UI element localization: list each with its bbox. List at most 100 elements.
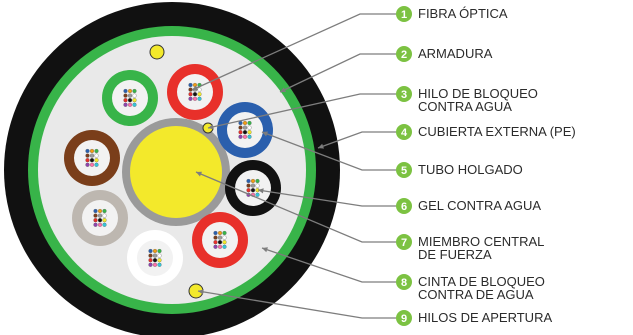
fiber-dot: [157, 262, 162, 267]
fiber-dot: [247, 125, 252, 130]
callout-label: TUBO HOLGADO: [418, 162, 523, 177]
leader-arrowhead: [262, 247, 268, 253]
fiber-dot: [238, 134, 243, 139]
fiber-dot: [152, 258, 158, 263]
leader-line: [317, 131, 396, 149]
loose-tube-5: [127, 230, 183, 286]
fiber-dot: [102, 208, 107, 214]
fiber-dot: [246, 183, 251, 188]
fiber-dot: [197, 92, 202, 97]
fiber-dot: [152, 262, 158, 267]
callout-label: HILOS DE APERTURA: [418, 310, 552, 325]
callout-badge: [396, 46, 412, 62]
leader-arrowhead: [262, 131, 268, 137]
fiber-dot: [246, 178, 251, 184]
fiber-dot: [93, 208, 98, 214]
fiber-dot: [242, 125, 248, 130]
leader-arrowhead: [318, 143, 324, 149]
callout-2: 2 ARMADURA: [396, 46, 493, 62]
fiber-dot: [97, 218, 103, 223]
fiber-dot: [242, 130, 248, 135]
fiber-dot: [197, 87, 202, 92]
fiber-dot: [157, 253, 162, 258]
fiber-dot: [247, 130, 252, 135]
fiber-dot: [94, 162, 99, 167]
fiber-dot: [102, 222, 107, 227]
callout-label: DE FUERZA: [418, 247, 492, 262]
callout-number: 2: [401, 49, 407, 61]
callout-label: CONTRA AGUA: [418, 99, 512, 114]
fiber-dot: [217, 240, 223, 245]
fiber-dot: [148, 253, 153, 258]
leader-arrowhead: [192, 85, 198, 91]
fiber-dot: [89, 148, 95, 154]
fiber-dot: [85, 153, 90, 158]
loose-tube-6: [72, 190, 128, 246]
fiber-dot: [242, 120, 248, 126]
tube-gel: [202, 222, 238, 258]
callout-label: CINTA DE BLOQUEO: [418, 274, 545, 289]
callout-badge: [396, 274, 412, 290]
fiber-dot: [217, 244, 223, 249]
callout-number: 4: [401, 127, 408, 139]
tube-gel: [177, 74, 213, 110]
tube-gel: [235, 170, 271, 206]
leader-line: [191, 13, 396, 91]
leader-arrowhead: [196, 171, 202, 177]
fiber-dot: [123, 98, 128, 103]
tube-gel: [74, 140, 110, 176]
fiber-dot: [97, 208, 103, 214]
fiber-dot: [152, 253, 158, 258]
loose-tube-7: [64, 130, 120, 186]
fiber-dot: [89, 158, 95, 163]
leader-line: [279, 53, 396, 93]
fiber-dot: [197, 96, 202, 101]
callout-number: 3: [401, 89, 407, 101]
loose-tube-8: [102, 70, 158, 126]
fiber-dot: [192, 82, 198, 88]
fiber-dot: [148, 248, 153, 254]
callout-label: GEL CONTRA AGUA: [418, 198, 541, 213]
callout-badge: [396, 124, 412, 140]
callout-6: 6 GEL CONTRA AGUA: [396, 198, 541, 214]
fiber-dot: [127, 98, 133, 103]
callout-label: ARMADURA: [418, 46, 493, 61]
fiber-dot: [123, 102, 128, 107]
callout-label: CONTRA DE AGUA: [418, 287, 534, 302]
tube-gel: [112, 80, 148, 116]
fiber-dot: [222, 235, 227, 240]
fiber-dot: [148, 262, 153, 267]
callout-number: 6: [401, 201, 407, 213]
fiber-dot: [132, 98, 137, 103]
leader-line: [257, 189, 396, 207]
fiber-dot: [93, 218, 98, 223]
fiber-dot: [152, 248, 158, 254]
fiber-dot: [85, 148, 90, 154]
fiber-dot: [238, 125, 243, 130]
callout-label: CUBIERTA EXTERNA (PE): [418, 124, 576, 139]
callout-badge: [396, 162, 412, 178]
callout-number: 9: [401, 313, 407, 325]
fiber-dot: [188, 96, 193, 101]
fiber-dot: [97, 222, 103, 227]
fiber-dot: [127, 93, 133, 98]
leader-line: [197, 290, 396, 319]
fiber-dot: [242, 134, 248, 139]
fiber-dot: [222, 230, 227, 236]
fiber-dot: [213, 235, 218, 240]
fiber-dot: [217, 235, 223, 240]
fiber-dot: [94, 158, 99, 163]
callout-4: 4 CUBIERTA EXTERNA (PE): [396, 124, 576, 140]
fiber-dot: [255, 178, 260, 184]
leader-arrowhead: [198, 289, 204, 295]
fiber-dot: [222, 244, 227, 249]
fiber-dot: [127, 102, 133, 107]
fiber-dot: [247, 134, 252, 139]
central-strength-member: [130, 126, 222, 218]
